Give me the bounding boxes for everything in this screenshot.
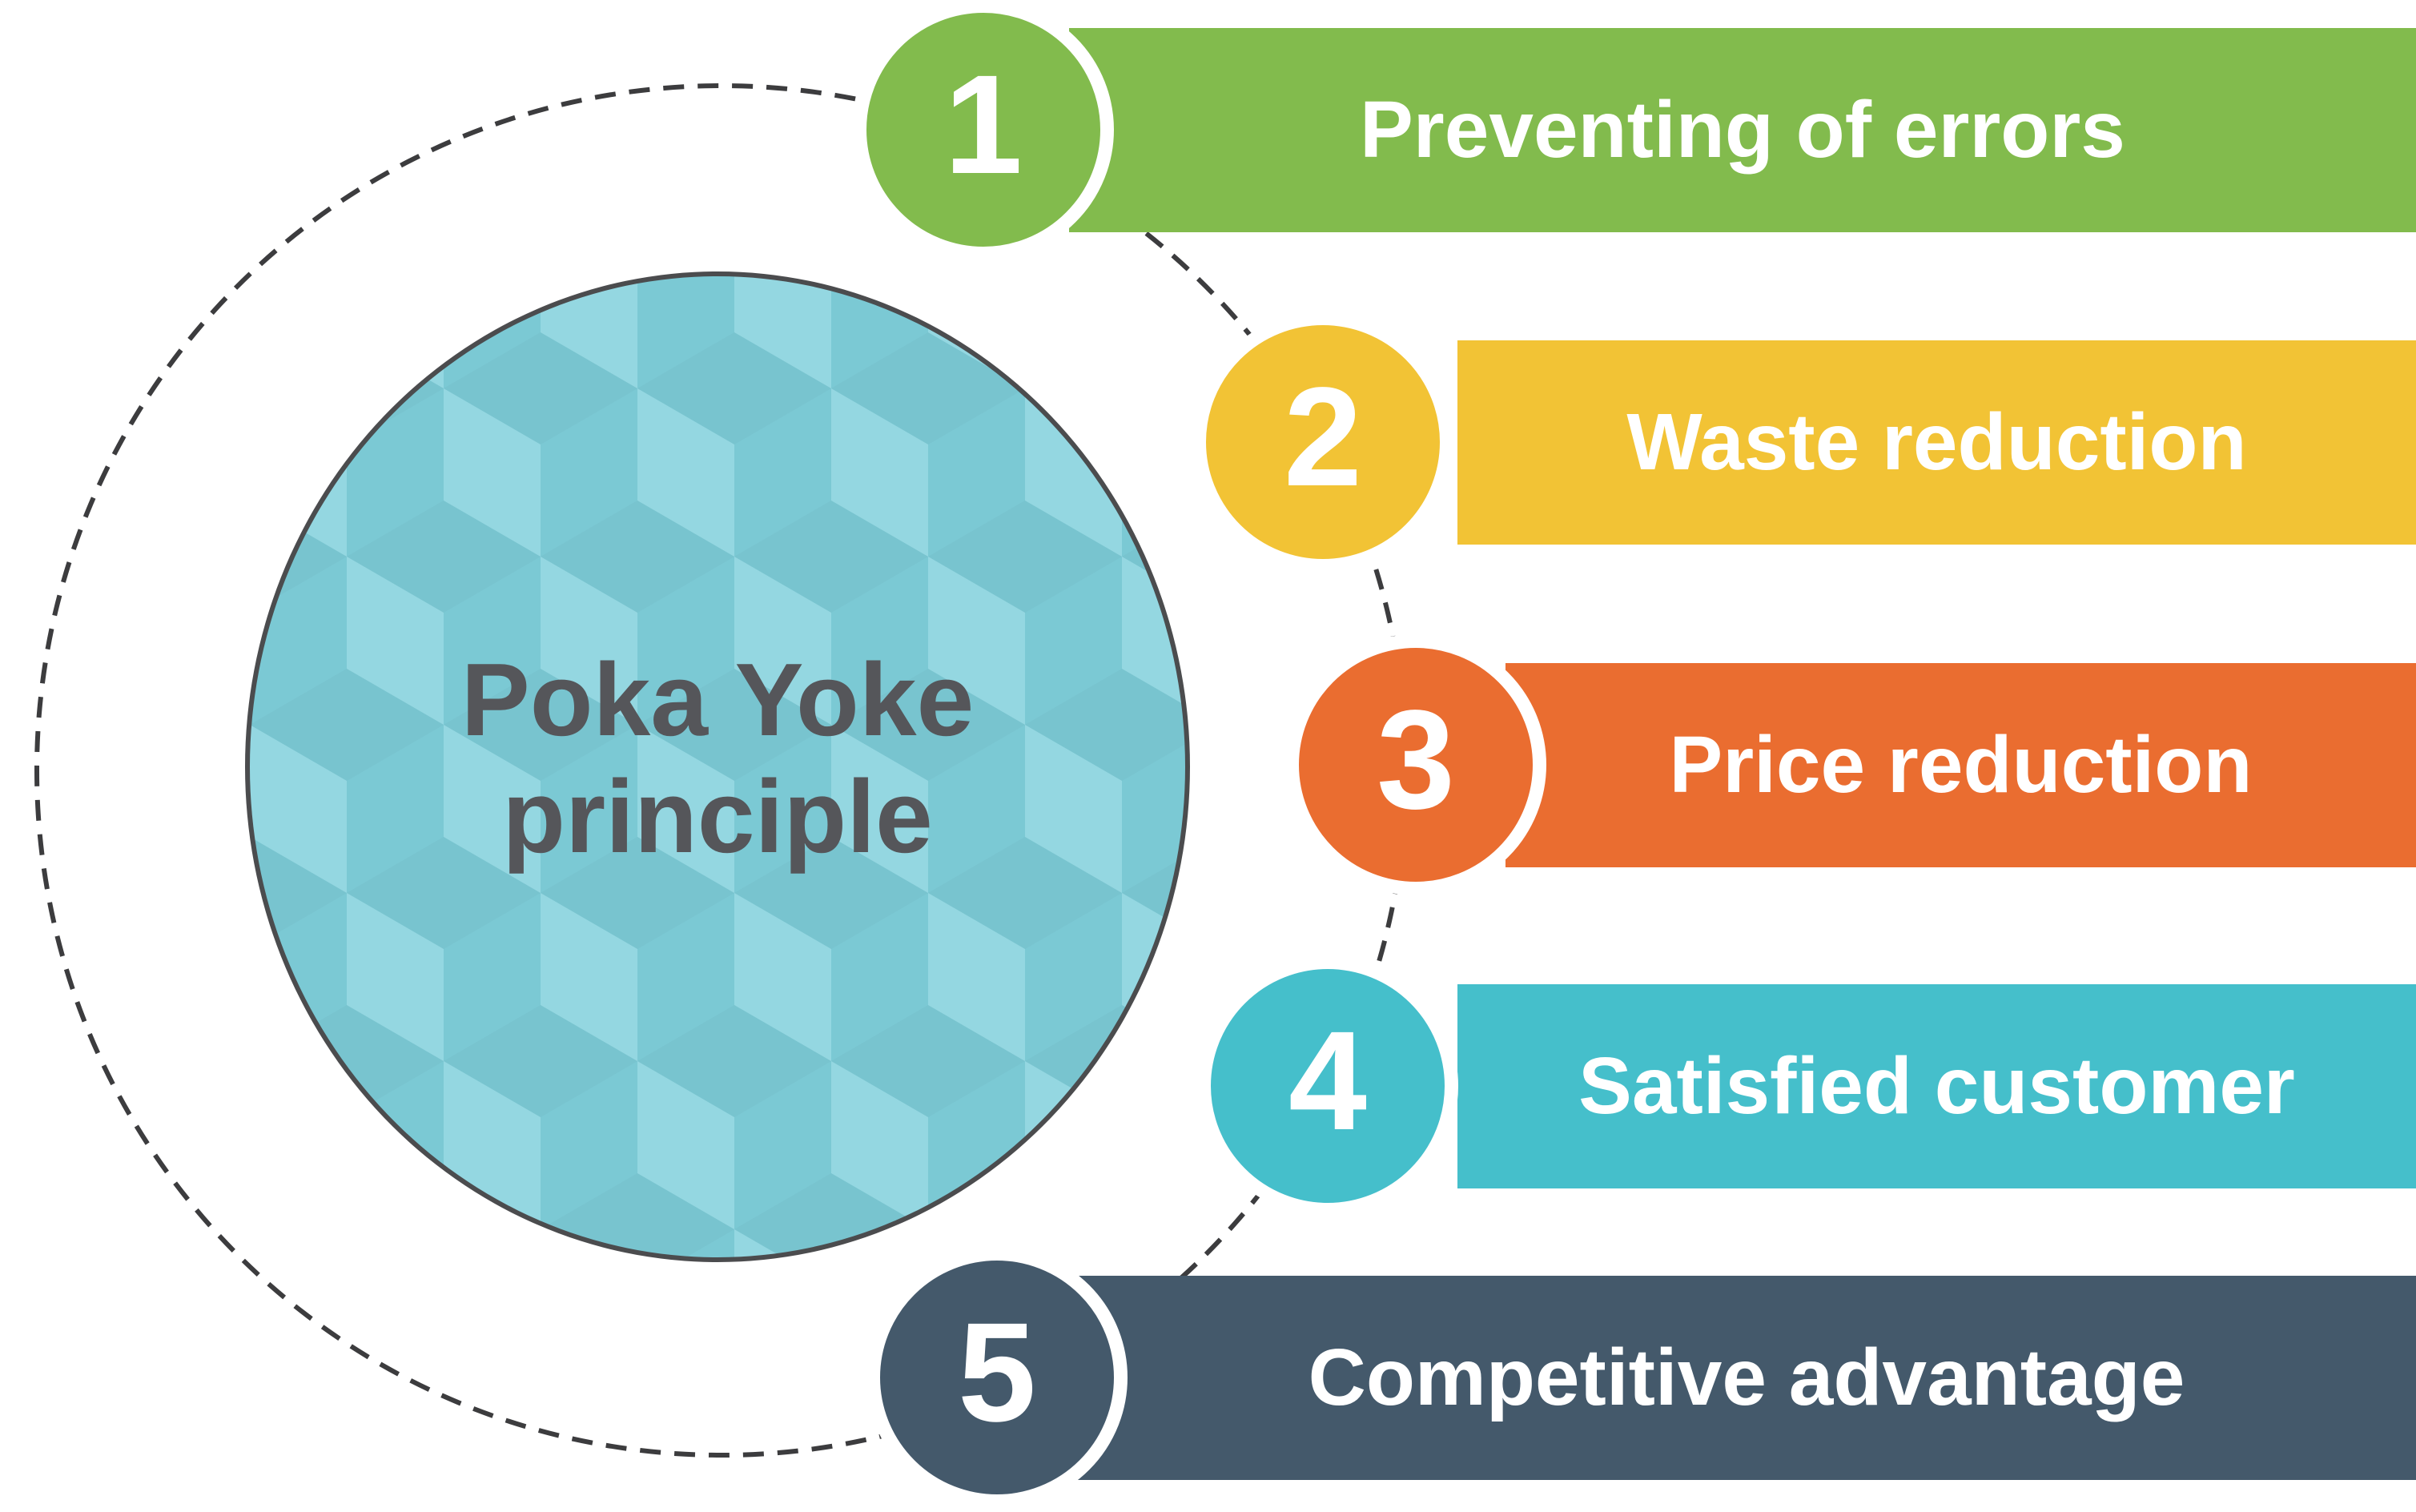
- item-number-badge-2: 2: [1192, 312, 1453, 573]
- item-number-badge-1: 1: [853, 0, 1114, 260]
- item-bar-1: Preventing of errors: [1069, 28, 2416, 232]
- item-label-1: Preventing of errors: [1360, 85, 2125, 175]
- item-bar-2: Waste reduction: [1457, 340, 2416, 545]
- item-label-4: Satisfied customer: [1578, 1041, 2295, 1131]
- item-bar-5: Competitive advantage: [1077, 1276, 2416, 1480]
- item-bar-4: Satisfied customer: [1457, 984, 2416, 1188]
- item-label-2: Waste reduction: [1626, 397, 2247, 487]
- item-number-4: 4: [1288, 1003, 1367, 1160]
- item-number-badge-3: 3: [1285, 634, 1546, 895]
- item-number-2: 2: [1284, 359, 1362, 516]
- item-bar-3: Price reduction: [1505, 663, 2416, 867]
- item-number-badge-4: 4: [1197, 955, 1458, 1216]
- item-number-5: 5: [958, 1294, 1036, 1451]
- item-number-badge-5: 5: [866, 1247, 1128, 1508]
- item-label-5: Competitive advantage: [1308, 1333, 2185, 1422]
- item-number-1: 1: [944, 46, 1023, 203]
- cube-pattern-svg: [250, 276, 1185, 1257]
- item-number-3: 3: [1377, 682, 1455, 838]
- center-circle: Poka Yoke principle: [245, 271, 1190, 1262]
- center-title-line1: Poka Yoke: [460, 641, 975, 758]
- item-label-3: Price reduction: [1669, 720, 2253, 810]
- center-title: Poka Yoke principle: [461, 642, 975, 876]
- center-title-line2: principle: [502, 758, 933, 875]
